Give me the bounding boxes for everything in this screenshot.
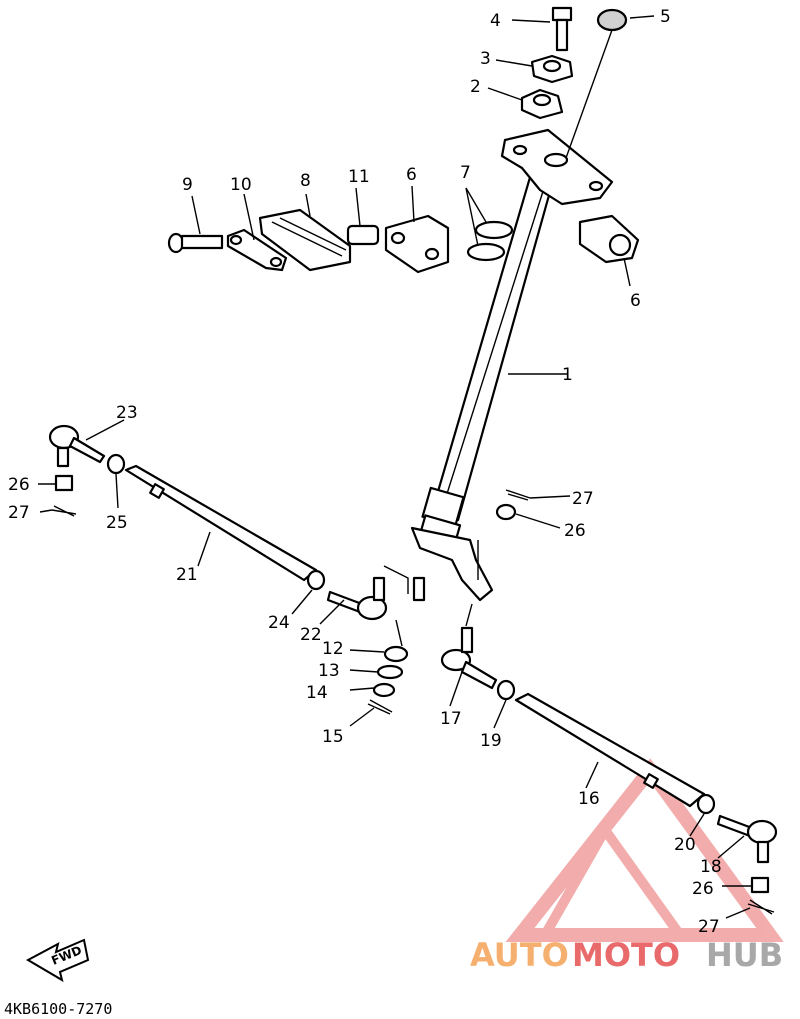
watermark-part1: AUTO [470,936,569,974]
part-cotter-pin-27-middle [505,489,531,501]
part-column-bracket [500,128,614,206]
callout-11: 11 [348,167,370,187]
callout-7: 7 [460,163,471,183]
watermark-logo-icon [505,758,784,942]
callout-9: 9 [182,175,193,195]
part-seal-pair [466,220,514,262]
part-steering-shaft [410,148,562,602]
callout-5: 5 [660,7,671,27]
callout-26-left: 26 [8,475,30,495]
part-bracket-left [384,214,450,274]
callout-26-middle: 26 [564,521,586,541]
part-collar-11 [346,224,380,246]
callout-14: 14 [306,683,328,703]
part-tie-rod-21 [124,464,318,582]
part-tie-rod-end-17 [440,626,498,690]
part-tie-rod-end-22 [326,576,388,621]
part-collar-right [578,214,640,264]
part-tie-rod-16 [514,692,706,808]
part-tie-rod-end-23 [48,424,106,468]
part-washer-13 [376,664,404,680]
part-nut-14 [372,682,396,698]
part-cotter-pin-27-left [51,505,77,517]
part-tie-rod-end-18 [716,814,778,864]
callout-1: 1 [562,365,573,385]
callout-23: 23 [116,403,138,423]
callout-25: 25 [106,513,128,533]
part-bushing-12 [383,645,409,663]
callout-16: 16 [578,789,600,809]
part-nut-26-left [54,474,74,492]
callout-27-left: 27 [8,503,30,523]
callout-8: 8 [300,171,311,191]
callout-26-right: 26 [692,879,714,899]
diagram-code: 4KB6100-7270 [4,1000,112,1018]
part-nut-24 [306,569,326,591]
part-lock-plate [258,208,352,272]
callout-17: 17 [440,709,462,729]
callout-15: 15 [322,727,344,747]
callout-4: 4 [490,11,501,31]
callout-3: 3 [480,49,491,69]
part-nut-25 [106,453,126,475]
watermark-part3: HUB [706,936,783,974]
part-nut-26-right [750,876,770,894]
callout-12: 12 [322,639,344,659]
part-nut-26-middle [495,503,517,521]
callout-10: 10 [230,175,252,195]
callout-6-left: 6 [406,165,417,185]
part-holder-lower [520,88,564,120]
callout-22: 22 [300,625,322,645]
part-cotter-pin-27-right [747,899,775,915]
part-cotter-pin-15 [367,699,393,715]
fwd-arrow-icon: FWD [25,938,90,983]
part-bolt-4 [551,6,573,52]
part-nut-20 [696,793,716,815]
callout-13: 13 [318,661,340,681]
callout-2: 2 [470,77,481,97]
callout-6-right: 6 [630,291,641,311]
part-nut-19 [496,679,516,701]
callout-24: 24 [268,613,290,633]
leader-lines [38,15,752,919]
part-holder-upper [530,54,574,84]
part-bolt-9 [167,232,224,254]
callout-18: 18 [700,857,722,877]
watermark-text: AUTO MOTO HUB [470,936,783,974]
watermark-part2: MOTO [572,936,680,974]
callout-20: 20 [674,835,696,855]
callout-labels: 1 2 3 4 5 6 6 7 8 9 10 11 12 13 14 15 16… [8,7,722,937]
part-link-10 [226,228,288,272]
callout-27-middle: 27 [572,489,594,509]
part-cap-5 [596,8,628,32]
callout-21: 21 [176,565,198,585]
callout-19: 19 [480,731,502,751]
callout-27-right: 27 [698,917,720,937]
